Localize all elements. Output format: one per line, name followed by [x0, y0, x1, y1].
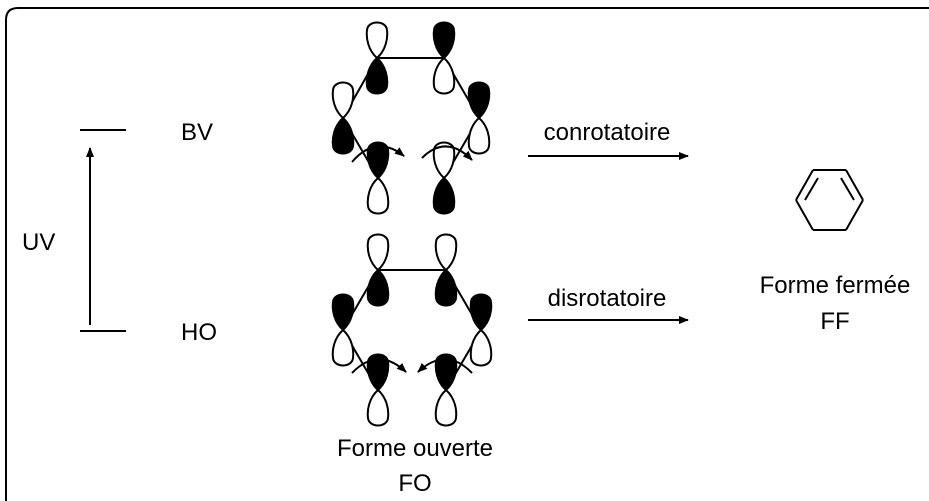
orbital-lobe-icon: [331, 117, 355, 155]
uv-label: UV: [22, 229, 55, 256]
ho-orbital-diagram: [331, 233, 493, 427]
disrotatory-reaction: disrotatoire: [528, 285, 689, 324]
orbital-lobe-icon: [366, 269, 390, 307]
orbital-lobe-icon: [469, 329, 493, 367]
conrotatory-label: conrotatoire: [544, 119, 671, 146]
open-form-name: Forme ouverte: [337, 435, 493, 462]
orbital-lobe-icon: [366, 389, 390, 427]
ho-label: HO: [181, 319, 217, 346]
orbital-lobe-icon: [469, 293, 493, 331]
orbital-lobe-icon: [432, 177, 456, 215]
cyclohexadiene-structure: [795, 169, 864, 231]
orbital-lobe-icon: [434, 233, 458, 271]
orbital-lobe-icon: [434, 389, 458, 427]
bv-label: BV: [181, 119, 213, 146]
disrotatory-label: disrotatoire: [548, 285, 667, 312]
orbital-lobe-icon: [365, 21, 389, 59]
rotation-arrow-icon: [417, 358, 473, 374]
orbital-lobe-icon: [366, 177, 390, 215]
orbital-lobe-icon: [331, 81, 355, 119]
rotation-arrow-icon: [351, 145, 405, 163]
rotation-arrow-icon: [351, 358, 407, 374]
frame-border: [5, 7, 929, 501]
orbital-lobe-icon: [365, 57, 389, 95]
orbital-lobe-icon: [331, 293, 355, 331]
orbital-lobe-icon: [467, 117, 491, 155]
orbital-lobe-icon: [366, 233, 390, 271]
closed-form-name: Forme fermée: [760, 272, 911, 299]
rotation-arrow-icon: [421, 145, 473, 161]
orbital-lobe-icon: [432, 57, 456, 95]
orbital-lobe-icon: [331, 329, 355, 367]
ho-hexagon: [342, 269, 482, 391]
open-form-abbreviation: FO: [398, 470, 431, 497]
orbital-lobe-icon: [432, 21, 456, 59]
conrotatory-reaction: conrotatoire: [528, 119, 689, 160]
energy-diagram: BV HO UV: [22, 119, 217, 346]
orbital-lobe-icon: [434, 269, 458, 307]
closed-form-abbreviation: FF: [820, 308, 849, 335]
bv-orbital-diagram: [331, 21, 491, 215]
orbital-lobe-icon: [467, 81, 491, 119]
bv-hexagon: [342, 57, 480, 179]
